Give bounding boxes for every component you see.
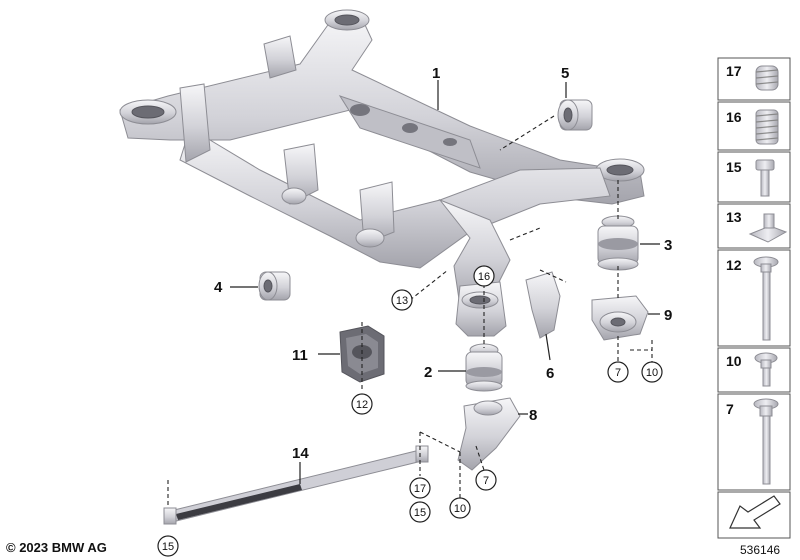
svg-text:16: 16: [726, 109, 742, 125]
svg-text:13: 13: [726, 209, 742, 225]
svg-text:15: 15: [726, 159, 742, 175]
rubber-mount-part-2: [465, 343, 503, 392]
svg-text:7: 7: [726, 401, 734, 417]
circled-callout-13: 13: [391, 289, 413, 311]
callout-11: 11: [292, 347, 308, 364]
rear-axle-subframe: [119, 9, 645, 307]
parts-list-item-17: 17: [717, 57, 791, 101]
svg-text:17: 17: [414, 483, 426, 495]
parts-list-item-7: 7: [717, 393, 791, 491]
svg-text:12: 12: [726, 257, 742, 273]
diagram-number: 536146: [740, 543, 781, 557]
callout-1: 1: [432, 65, 440, 82]
circled-callout-15-middle: 15: [409, 501, 431, 523]
mount-bracket-part-9: [591, 295, 649, 341]
callout-numbers: 1 5 3 4 9 11 2 6 8 14: [214, 65, 672, 462]
callout-4: 4: [214, 279, 223, 296]
circled-callout-16: 16: [473, 265, 495, 287]
svg-text:10: 10: [454, 503, 466, 515]
parts-list: 17 16 15 13: [717, 57, 791, 539]
clip-nut-icon: [748, 213, 788, 243]
parts-list-item-15: 15: [717, 151, 791, 203]
flange-bolt-icon: [754, 352, 778, 387]
svg-text:17: 17: [726, 63, 742, 79]
direction-arrow-box: [717, 491, 791, 539]
long-bolt-icon: [753, 256, 779, 341]
circled-callout-10-upper: 10: [641, 361, 663, 383]
circled-callout-7-upper: 7: [607, 361, 629, 383]
circled-callout-15-left: 15: [157, 535, 179, 557]
callout-5: 5: [561, 65, 569, 82]
callout-8: 8: [529, 407, 537, 424]
parts-list-item-16: 16: [717, 101, 791, 151]
svg-text:10: 10: [726, 353, 742, 369]
parts-list-item-13: 13: [717, 203, 791, 249]
circled-callout-12: 12: [351, 393, 373, 415]
mount-holder-part-16: [455, 281, 507, 337]
spring-nut-icon: [755, 65, 779, 91]
callout-2: 2: [424, 364, 432, 381]
arrow-icon: [729, 495, 781, 529]
parts-list-item-12: 12: [717, 249, 791, 347]
svg-text:13: 13: [396, 295, 408, 307]
svg-text:10: 10: [646, 367, 658, 379]
svg-text:7: 7: [483, 475, 489, 487]
circled-callouts: 13 16 12 7 10 7 10 17: [157, 265, 663, 557]
long-hex-bolt-icon: [753, 398, 779, 485]
svg-text:7: 7: [615, 367, 621, 379]
bushing-part-4: [258, 271, 291, 301]
callout-3: 3: [664, 237, 672, 254]
circled-callout-10-lower: 10: [449, 497, 471, 519]
callout-9: 9: [664, 307, 672, 324]
mount-bracket-part-8: [457, 397, 521, 471]
bracket-part-6: [525, 271, 561, 339]
copyright-text: © 2023 BMW AG: [6, 540, 107, 555]
circled-callout-17: 17: [409, 477, 431, 499]
leader-lines: [167, 80, 660, 506]
brace-strut-part-14: [163, 445, 429, 525]
svg-text:16: 16: [478, 271, 490, 283]
parts-list-item-10: 10: [717, 347, 791, 393]
circled-callout-7-lower: 7: [475, 469, 497, 491]
svg-text:15: 15: [414, 507, 426, 519]
svg-text:12: 12: [356, 399, 368, 411]
callout-14: 14: [292, 445, 309, 462]
bushing-part-5: [557, 99, 593, 131]
short-bolt-icon: [755, 159, 775, 197]
threaded-insert-icon: [755, 109, 779, 145]
rubber-mount-part-3: [597, 215, 639, 271]
svg-text:15: 15: [162, 541, 174, 553]
callout-6: 6: [546, 365, 554, 382]
